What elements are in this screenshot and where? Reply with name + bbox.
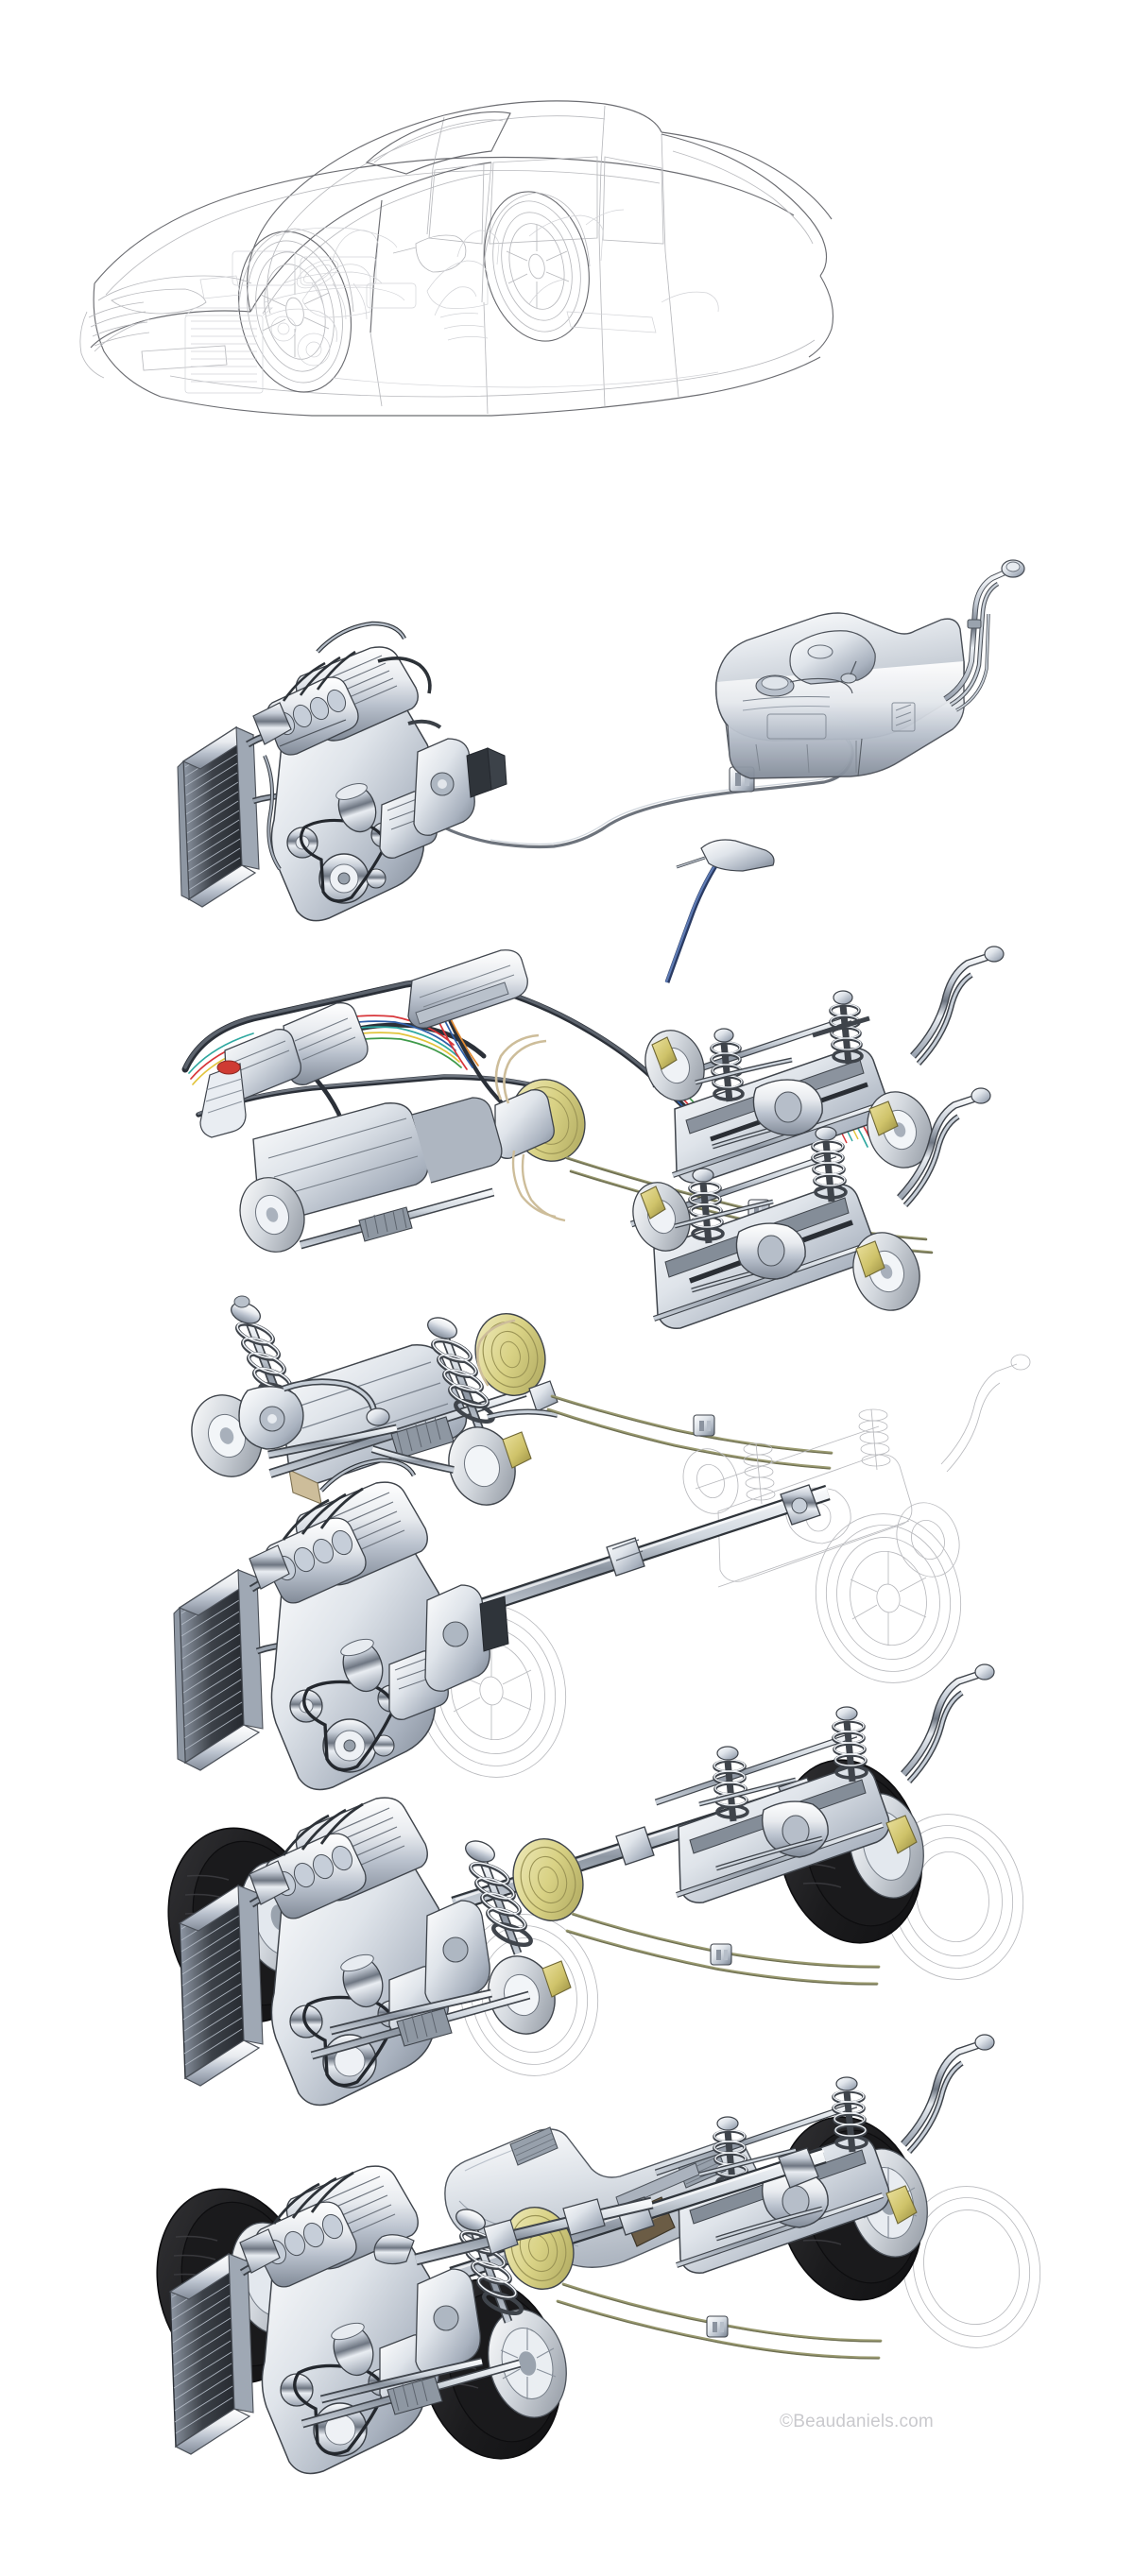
engine-radiator-package-5 (173, 1458, 509, 1791)
brake-lines-7 (556, 2282, 883, 2360)
steering-rack (299, 1187, 495, 1250)
brake-line-union-4 (693, 1414, 715, 1437)
steering-rack-6 (310, 1990, 531, 2060)
engine-control-unit (283, 1002, 369, 1085)
transmission (413, 738, 507, 836)
front-hub-left (191, 1386, 304, 1477)
front-chassis-members (239, 1097, 503, 1253)
ghost-car-group (79, 100, 834, 417)
centre-support-bearing (606, 1537, 645, 1577)
rear-suspension-subframe-4 (629, 1087, 991, 1329)
rear-brake-4-left (632, 1182, 691, 1252)
fuel-pump-module (755, 660, 857, 697)
rear-spring-4-right (811, 1126, 848, 1203)
steering-rack-7 (301, 2359, 522, 2429)
front-strut-right (427, 1317, 495, 1432)
fuel-feed-drop (664, 839, 775, 983)
ghost-underbody (332, 279, 719, 388)
fuel-tank (715, 559, 1025, 779)
oil-filter-6 (340, 1953, 384, 2008)
oil-filter (335, 783, 377, 833)
rear-subframe-assembly (644, 946, 1005, 1184)
front-hub-right (448, 1426, 532, 1506)
universal-joint-rear (780, 1484, 821, 1526)
copyright-credit: ©Beaudaniels.com (780, 2412, 934, 2431)
front-brake-left (239, 1177, 305, 1253)
rear-spring-4-left (688, 1168, 725, 1244)
engine-radiator-package-6 (178, 1797, 584, 2107)
radiator (177, 725, 260, 908)
transmission-5 (424, 1584, 509, 1692)
intake-manifold-5 (265, 1517, 367, 1604)
brake-booster-6 (512, 1838, 584, 1921)
fuse-box (224, 1029, 301, 1100)
rear-suspension-7 (654, 2034, 995, 2274)
oil-filter-7 (331, 2322, 374, 2377)
front-strut-6 (465, 1840, 533, 1955)
rear-spring-7-right (832, 2076, 868, 2153)
ghost-rear-suspension-5 (682, 1354, 1031, 1683)
radiator-7 (168, 2252, 254, 2455)
transmission-7 (415, 2268, 481, 2376)
engine-radiator-package-7 (168, 2165, 654, 2475)
coolant-reservoir (199, 1060, 247, 1138)
airbag-module (407, 949, 528, 1029)
rear-coil-spring-right (829, 990, 864, 1065)
ghost-wheel-7 (902, 2186, 1041, 2348)
rear-brake-right (867, 1091, 933, 1169)
rear-spring-6-right (832, 1706, 868, 1783)
radiator-6 (178, 1884, 264, 2087)
accessory-drive (286, 818, 397, 904)
front-suspension-assembly-4 (191, 1295, 833, 1506)
rear-brake-4-right (852, 1232, 920, 1311)
engine-radiator-package-2 (177, 621, 507, 922)
front-crossmember-7 (373, 2196, 654, 2266)
ghost-engine-bay (184, 227, 417, 394)
radiator-5 (173, 1568, 264, 1771)
filler-neck (943, 559, 1025, 712)
brake-booster-master-cylinder (494, 1033, 586, 1222)
brake-lines-6 (565, 1912, 881, 1986)
firewall-vent-grille-left (509, 2126, 558, 2166)
rear-brake-left (644, 1030, 705, 1101)
ghost-interior (264, 209, 625, 318)
rear-spring-7-left (713, 2116, 749, 2192)
rear-suspension-6 (654, 1663, 995, 1903)
oil-filter-5 (340, 1638, 384, 1693)
exhaust-tailpipe (910, 946, 1005, 1066)
